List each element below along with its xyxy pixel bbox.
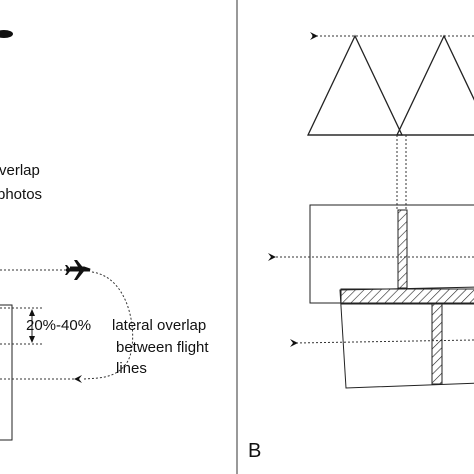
flight-direction-arrow-icon — [74, 375, 82, 383]
photo-footprint-lower — [339, 286, 474, 389]
lateral-overlap-label-line1: lateral overlap — [112, 317, 207, 334]
lateral-overlap-label-line2: between flight — [116, 339, 209, 356]
airplane-icon — [65, 260, 91, 280]
lateral-overlap-band — [340, 288, 474, 305]
overlap-label-line2: photos — [0, 186, 43, 203]
camera-cone-1 — [306, 34, 404, 136]
camera-cone-2 — [395, 34, 474, 136]
flight-direction-arrow-icon — [290, 339, 298, 347]
dimension-arrow-up — [29, 309, 35, 316]
lateral-overlap-label-line3: lines — [116, 360, 147, 377]
forward-overlap-strip-lower — [431, 303, 443, 385]
flight-direction-arrow-icon — [310, 32, 318, 40]
photo-footprint-upper — [309, 204, 474, 304]
overlap-label-line1: verlap — [0, 162, 40, 179]
panel-letter-b: B — [248, 440, 262, 462]
lateral-percent-label: 20%-40% — [26, 317, 92, 334]
flight-turn-curve — [83, 271, 134, 380]
flight-line-b3 — [295, 339, 474, 344]
forward-overlap-strip — [397, 209, 408, 289]
flight-direction-arrow-icon — [268, 253, 276, 261]
dimension-arrow-down — [29, 336, 35, 343]
photo-footprint — [0, 304, 13, 441]
aircraft-silhouette-icon — [0, 30, 13, 38]
